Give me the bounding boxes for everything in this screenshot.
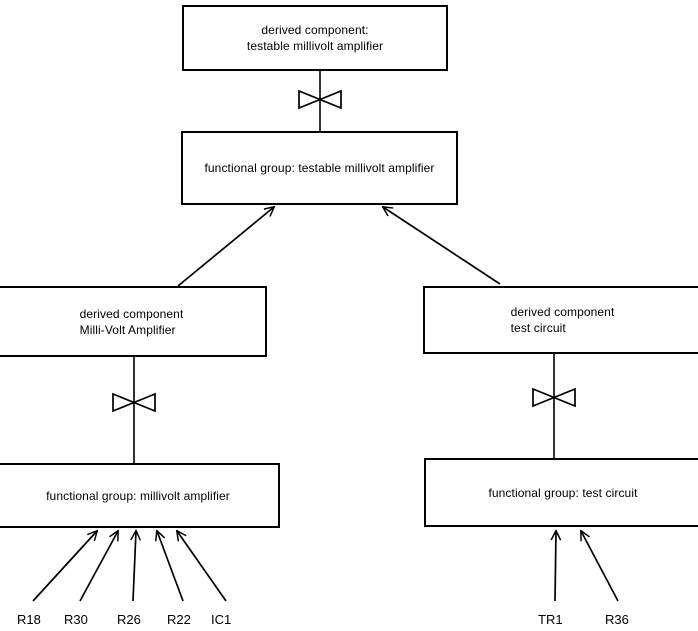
arrow-mva-to-testable bbox=[177, 207, 274, 287]
node-label-fg-test-circuit: functional group: test circuit bbox=[488, 485, 638, 500]
arrow-r22 bbox=[157, 531, 184, 602]
arrow-ic1 bbox=[177, 531, 227, 602]
leaf-label-r22: R22 bbox=[167, 612, 191, 627]
leaf-label-ic1: IC1 bbox=[211, 612, 232, 627]
leaf-label-r18: R18 bbox=[17, 612, 41, 627]
leaf-label-tr1: TR1 bbox=[538, 612, 563, 627]
node-label-fg-millivolt-amplifier: functional group: millivolt amplifier bbox=[46, 488, 230, 503]
diagram-arrows bbox=[32, 207, 619, 602]
node-fg-testable-millivolt-amplifier[interactable]: functional group: testable millivolt amp… bbox=[181, 131, 458, 205]
node-derived-milli-volt-amplifier[interactable]: derived component Milli-Volt Amplifier bbox=[0, 286, 267, 357]
arrow-r30 bbox=[79, 531, 118, 602]
node-label-fg-testable-millivolt-amplifier: functional group: testable millivolt amp… bbox=[204, 161, 435, 175]
leaf-label-r36: R36 bbox=[605, 612, 629, 627]
arrow-r26 bbox=[133, 531, 136, 602]
node-fg-test-circuit[interactable]: functional group: test circuit bbox=[424, 458, 698, 527]
node-label-derived-testable-millivolt-amplifier: derived component: testable millivolt am… bbox=[246, 23, 384, 53]
arrow-tr1 bbox=[555, 531, 556, 602]
leaf-label-r30: R30 bbox=[64, 612, 88, 627]
node-label-derived-milli-volt-amplifier: derived component Milli-Volt Amplifier bbox=[79, 306, 184, 337]
realization-lines bbox=[133, 71, 555, 463]
realization-bowtie-top bbox=[298, 89, 342, 110]
realization-bowtie-right bbox=[532, 387, 576, 408]
arrow-r18 bbox=[32, 531, 97, 602]
arrow-tc-to-testable bbox=[383, 207, 501, 285]
node-fg-millivolt-amplifier[interactable]: functional group: millivolt amplifier bbox=[0, 463, 280, 528]
arrow-r36 bbox=[581, 531, 619, 602]
node-derived-test-circuit[interactable]: derived component test circuit bbox=[423, 286, 698, 354]
realization-bowtie-left bbox=[112, 392, 156, 413]
leaf-label-r26: R26 bbox=[117, 612, 141, 627]
node-label-derived-test-circuit: derived component test circuit bbox=[510, 305, 615, 335]
node-derived-testable-millivolt-amplifier[interactable]: derived component: testable millivolt am… bbox=[182, 5, 448, 71]
